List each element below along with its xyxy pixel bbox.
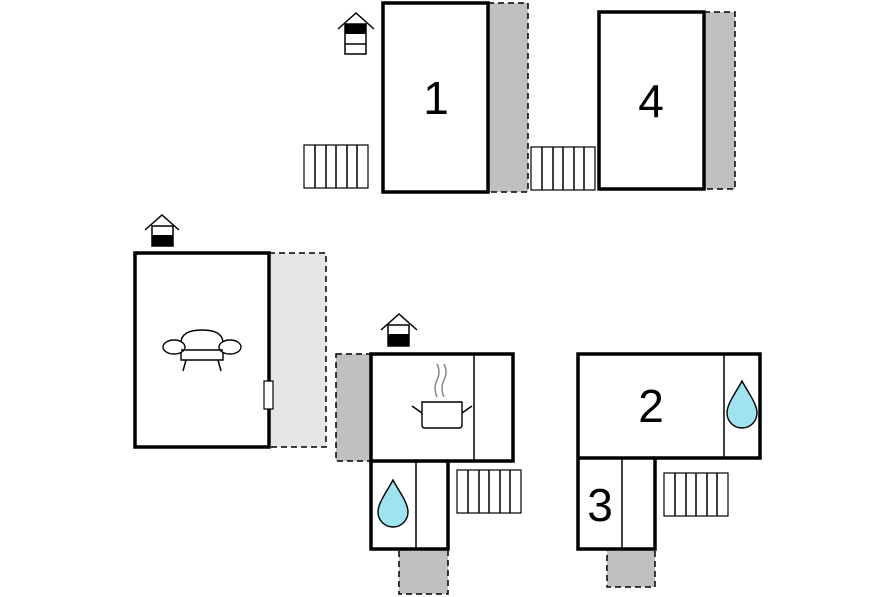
- terrace-room-1: [487, 2, 529, 193]
- terrace-kitchen: [335, 353, 372, 462]
- room-1: [381, 1, 490, 194]
- stairs-icon: [303, 144, 369, 189]
- terrace-room-3: [606, 548, 656, 588]
- room-2-label: 2: [638, 380, 664, 432]
- terrace-bath: [398, 548, 449, 595]
- stairs-icon: [663, 472, 729, 517]
- door: [263, 380, 274, 410]
- water-drop-icon: [377, 478, 409, 528]
- room-4: [597, 10, 706, 191]
- stairs-icon: [530, 146, 596, 191]
- room-1-label: 1: [423, 72, 449, 124]
- terrace-living: [268, 252, 327, 448]
- cooking-pot-icon: [411, 363, 473, 429]
- entrance-icon: [380, 312, 418, 347]
- room-4-label: 4: [638, 75, 664, 127]
- room-3-label: 3: [587, 479, 613, 531]
- entrance-icon: [337, 11, 375, 55]
- terrace-room-4: [703, 11, 736, 190]
- sofa-icon: [162, 329, 242, 372]
- water-drop-icon: [726, 379, 758, 429]
- stairs-icon: [456, 469, 522, 514]
- entrance-icon: [144, 213, 180, 247]
